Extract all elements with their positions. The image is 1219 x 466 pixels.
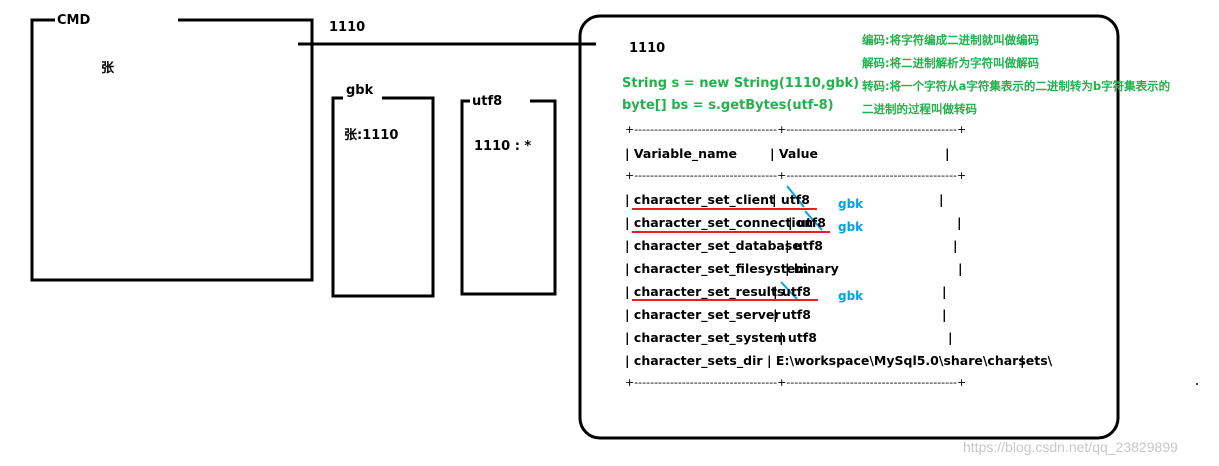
code-line-1: String s = new String(1110,gbk) [622,76,860,91]
definition-decode: 解码:将二进制解析为字符叫做解码 [862,56,1040,70]
row-name: | character_set_results [625,284,785,299]
gbk-title: gbk [346,83,374,98]
row-value: | E:\workspace\MySql5.0\share\charsets\ [767,353,1053,368]
strike-client [786,185,805,208]
wire-label: 1110 [329,20,366,35]
gbk-content: 张:1110 [344,128,399,143]
row-end: | [939,192,944,207]
server-box-outline [578,14,1120,440]
row-value: | utf8 [785,238,823,253]
header-end: | [945,146,950,161]
row-name: | character_set_database [625,238,801,253]
strike-connection [804,210,823,231]
row-end: | [942,307,947,322]
annotation-gbk: gbk [838,220,864,234]
row-name: | character_set_server [625,307,781,322]
strike-results [780,281,798,300]
header-value: | Value [770,146,819,161]
row-name: | character_set_client [625,192,776,207]
annotation-gbk: gbk [838,197,864,211]
cmd-char: 张 [101,61,115,76]
utf8-title: utf8 [472,94,503,109]
watermark: https://blog.csdn.net/qq_23829899 [963,439,1178,455]
gbk-box-outline [331,96,435,298]
row-value: | utf8 [773,284,811,299]
definition-encode: 编码:将字符编成二进制就叫做编码 [862,33,1040,47]
row-end: | [942,284,947,299]
cmd-title: CMD [57,13,91,28]
server-value: 1110 [629,41,666,56]
row-end: | [953,238,958,253]
code-line-2: byte[] bs = s.getBytes(utf-8) [622,98,834,113]
utf8-box-outline [460,99,557,296]
definition-transcode: 转码:将一个字符从a字符集表示的二进制转为b字符集表示的 [862,79,1171,93]
row-value: | binary [785,261,839,276]
row-value: | utf8 [772,192,810,207]
row-value: | utf8 [788,215,826,230]
table-separator-top: +------------------------------------+--… [625,123,967,136]
row-value: | utf8 [773,307,811,322]
table-separator-header: +------------------------------------+--… [625,169,967,182]
row-end: | [957,215,962,230]
cmd-box-outline [30,18,314,282]
row-value: | utf8 [779,330,817,345]
definition-transcode-cont: 二进制的过程叫做转码 [862,102,977,116]
row-name: | character_set_system [625,330,787,345]
stray-dot [1196,383,1198,385]
row-name: | character_set_connection [625,215,814,230]
annotation-gbk: gbk [838,289,864,303]
row-name: | character_set_filesystem [625,261,809,276]
utf8-content: 1110 : * [474,139,532,154]
header-variable-name: | Variable_name [625,146,738,161]
table-separator-bottom: +------------------------------------+--… [625,376,967,389]
row-end: | [958,261,963,276]
row-name: | character_sets_dir [625,353,763,368]
row-end: | [948,330,953,345]
row-end: | [1020,353,1025,368]
